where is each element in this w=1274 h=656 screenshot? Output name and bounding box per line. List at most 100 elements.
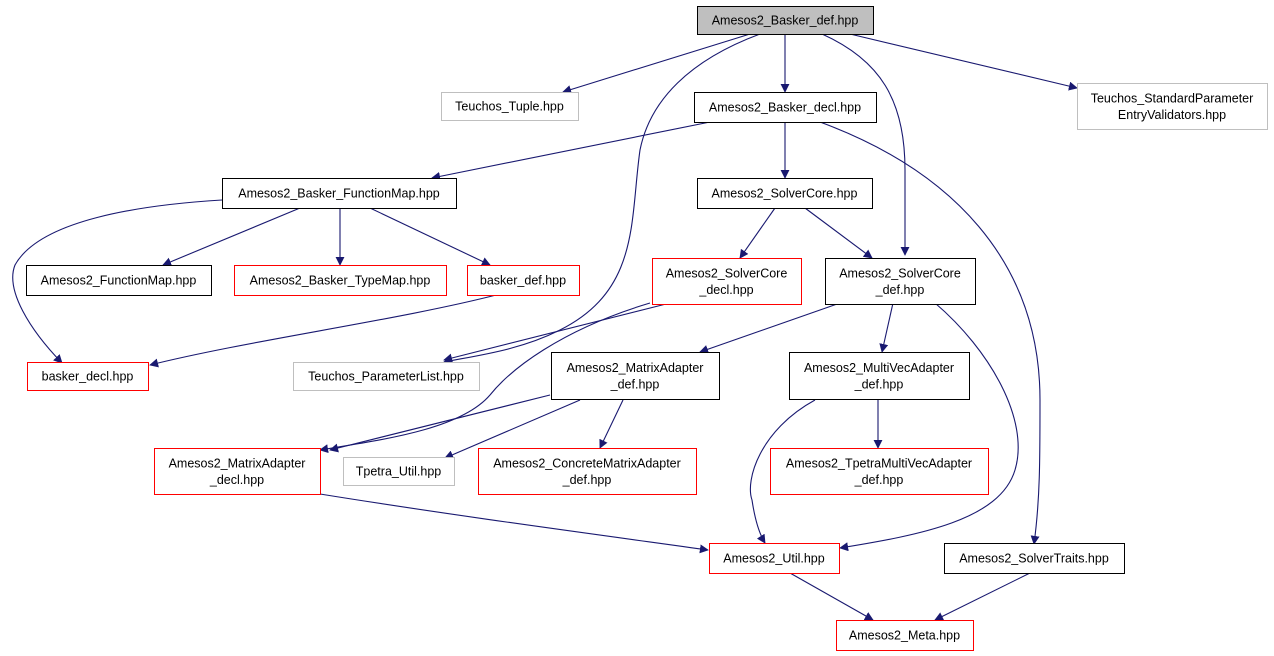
node-box — [697, 6, 874, 35]
edge-root-to-teuchos-paramlist — [443, 33, 761, 365]
node-teuchos-parameterlist[interactable]: Teuchos_ParameterList.hpp — [293, 362, 480, 391]
node-label: Amesos2_FunctionMap.hpp — [41, 274, 197, 288]
node-box — [478, 448, 697, 495]
node-label: _decl.hpp — [209, 473, 264, 487]
edge-solvercore-decl-to-teuchos-paramlist — [443, 302, 671, 363]
node-amesos2-solvertraits[interactable]: Amesos2_SolverTraits.hpp — [944, 543, 1125, 574]
edge-solvertraits-to-meta — [934, 572, 1031, 621]
node-amesos2-functionmap[interactable]: Amesos2_FunctionMap.hpp — [26, 265, 212, 296]
edge-matrixadapter-def-to-tpetra-util — [444, 399, 581, 459]
node-amesos2-solvercore-decl[interactable]: Amesos2_SolverCore _decl.hpp — [652, 258, 802, 305]
node-basker-def[interactable]: basker_def.hpp — [467, 265, 580, 296]
edge-basker-decl-to-basker-functionmap — [431, 121, 711, 181]
node-basker-decl[interactable]: basker_decl.hpp — [27, 362, 149, 391]
node-teuchos-tuple[interactable]: Teuchos_Tuple.hpp — [441, 92, 579, 121]
node-label: Amesos2_Util.hpp — [723, 552, 824, 566]
node-label: Amesos2_SolverCore — [666, 266, 788, 280]
node-amesos2-basker-def[interactable]: Amesos2_Basker_def.hpp — [697, 6, 874, 35]
node-amesos2-basker-functionmap[interactable]: Amesos2_Basker_FunctionMap.hpp — [222, 178, 457, 209]
node-box — [770, 448, 989, 495]
node-label: basker_def.hpp — [480, 274, 566, 288]
node-box — [154, 448, 321, 495]
node-amesos2-matrixadapter-decl[interactable]: Amesos2_MatrixAdapter _decl.hpp — [154, 448, 321, 495]
node-label: Teuchos_Tuple.hpp — [455, 100, 564, 114]
node-box — [551, 352, 720, 400]
node-label: EntryValidators.hpp — [1118, 108, 1226, 122]
node-amesos2-tpetramultivecadapter-def[interactable]: Amesos2_TpetraMultiVecAdapter _def.hpp — [770, 448, 989, 495]
edge-solvercore-def-to-util — [839, 302, 1019, 552]
node-label: _def.hpp — [562, 473, 612, 487]
edge-matrixadapter-decl-to-util — [319, 493, 709, 554]
edge-basker-functionmap-to-functionmap — [162, 207, 301, 267]
node-amesos2-util[interactable]: Amesos2_Util.hpp — [709, 543, 840, 574]
node-label: basker_decl.hpp — [42, 370, 134, 384]
node-label: _def.hpp — [610, 377, 660, 391]
node-box — [26, 265, 212, 296]
nodes-group: Amesos2_Basker_def.hpp Teuchos_Tuple.hpp… — [26, 6, 1268, 651]
edge-root-to-solvercore-def — [821, 33, 910, 256]
node-label: Amesos2_SolverCore — [839, 266, 961, 280]
node-label: Amesos2_MatrixAdapter — [169, 456, 306, 470]
node-label: _def.hpp — [875, 283, 925, 297]
node-label: Amesos2_TpetraMultiVecAdapter — [786, 456, 972, 470]
edge-basker-def-to-basker-decl — [149, 293, 501, 368]
edge-solvercore-to-solvercore-decl — [739, 207, 776, 259]
edge-solvercore-def-to-multivecadapter-def — [879, 302, 894, 353]
edge-basker-functionmap-to-basker-def — [369, 207, 491, 266]
edge-matrixadapter-def-to-concretematrixadapter-def — [599, 399, 624, 449]
node-label: Amesos2_SolverTraits.hpp — [959, 552, 1109, 566]
node-label: Amesos2_Basker_def.hpp — [712, 14, 859, 28]
node-label: Tpetra_Util.hpp — [356, 465, 442, 479]
node-amesos2-solvercore-def[interactable]: Amesos2_SolverCore _def.hpp — [825, 258, 976, 305]
node-label: Amesos2_SolverCore.hpp — [712, 187, 858, 201]
node-box — [836, 620, 974, 651]
node-label: Amesos2_Basker_FunctionMap.hpp — [238, 187, 440, 201]
node-amesos2-basker-typemap[interactable]: Amesos2_Basker_TypeMap.hpp — [234, 265, 447, 296]
edge-multivecadapter-def-to-util — [749, 399, 816, 544]
node-box — [27, 362, 149, 391]
edge-basker-functionmap-to-basker-decl — [12, 199, 223, 364]
node-box — [825, 258, 976, 305]
node-box — [293, 362, 480, 391]
node-amesos2-matrixadapter-def[interactable]: Amesos2_MatrixAdapter _def.hpp — [551, 352, 720, 400]
node-amesos2-basker-decl[interactable]: Amesos2_Basker_decl.hpp — [694, 92, 877, 123]
node-label: Amesos2_Meta.hpp — [849, 629, 960, 643]
node-label: Amesos2_Basker_TypeMap.hpp — [250, 274, 431, 288]
node-label: Teuchos_StandardParameter — [1091, 91, 1254, 105]
node-label: Amesos2_MultiVecAdapter — [804, 361, 954, 375]
node-box — [697, 178, 873, 209]
edges-group — [12, 33, 1078, 621]
node-label: _def.hpp — [854, 377, 904, 391]
node-label: Amesos2_MatrixAdapter — [567, 361, 704, 375]
node-box — [694, 92, 877, 123]
node-teuchos-standard-parameter-entry-validators[interactable]: Teuchos_StandardParameterEntryValidators… — [1077, 83, 1268, 130]
node-box — [222, 178, 457, 209]
node-box — [944, 543, 1125, 574]
node-box — [467, 265, 580, 296]
node-amesos2-concretematrixadapter-def[interactable]: Amesos2_ConcreteMatrixAdapter _def.hpp — [478, 448, 697, 495]
node-box — [1077, 83, 1268, 130]
edge-basker-decl-to-solvertraits — [819, 121, 1041, 545]
node-tpetra-util[interactable]: Tpetra_Util.hpp — [343, 457, 455, 486]
node-label: Amesos2_ConcreteMatrixAdapter — [493, 456, 681, 470]
node-box — [789, 352, 970, 400]
edge-matrixadapter-def-to-matrixadapter-decl — [329, 394, 551, 453]
node-amesos2-meta[interactable]: Amesos2_Meta.hpp — [836, 620, 974, 651]
node-amesos2-solvercore[interactable]: Amesos2_SolverCore.hpp — [697, 178, 873, 209]
edge-root-to-teuchos-spev — [849, 33, 1078, 91]
edge-solvercore-decl-to-matrixadapter-decl — [319, 302, 651, 454]
node-box — [709, 543, 840, 574]
edge-root-to-teuchos-tuple — [562, 33, 751, 94]
node-box — [652, 258, 802, 305]
node-box — [441, 92, 579, 121]
edge-util-to-meta — [789, 572, 874, 621]
node-box — [234, 265, 447, 296]
node-label: _decl.hpp — [698, 283, 753, 297]
node-amesos2-multivecadapter-def[interactable]: Amesos2_MultiVecAdapter _def.hpp — [789, 352, 970, 400]
edge-solvercore-to-solvercore-def — [804, 207, 873, 259]
edge-solvercore-def-to-matrixadapter-def — [699, 302, 841, 354]
node-label: Amesos2_Basker_decl.hpp — [709, 101, 861, 115]
node-label: _def.hpp — [854, 473, 904, 487]
node-box — [343, 457, 455, 486]
